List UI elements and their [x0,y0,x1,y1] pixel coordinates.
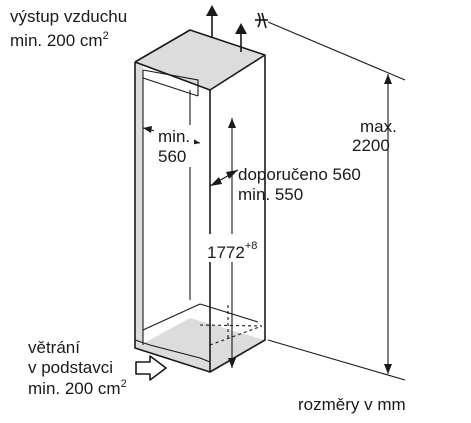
base-vent-superscript: 2 [121,378,127,390]
cabinet-top-face [135,30,265,90]
niche-height-arrow-bottom [228,358,236,368]
max-height-dimension [267,21,406,381]
depth-label-line2: min. 550 [238,185,303,204]
niche-height-arrow-top [228,118,236,128]
height-tolerance: +8 [245,240,258,252]
cabinet-inner-floor-right [199,303,259,323]
top-vent-label-line1: výstup vzduchu [10,7,127,26]
depth-dimension [209,169,239,187]
cabinet-top-ledge [142,69,199,96]
units-label: rozměry v mm [298,395,406,414]
base-vent-area: min. 200 cm [28,379,121,398]
plinth-front-dashed [199,324,263,327]
cabinet-plinth [134,339,211,363]
min-width-label-line2: 560 [158,147,186,166]
height-label-bg [203,234,263,262]
width-arrow-left [143,126,152,133]
max-height-ext-top [267,21,406,81]
min-width-label-line1: min. [158,127,190,146]
cabinet-top-inner-edge [209,54,266,91]
cabinet-outline [134,29,266,373]
max-height-arrow-bottom [384,364,392,374]
cabinet-left-face [135,62,143,352]
angle-symbol-icon [255,12,268,29]
max-height-ext-bottom [267,339,406,381]
max-height-label-line2: 2200 [352,136,390,155]
depth-arrow-left [210,177,222,186]
base-vent-label-line1: větrání [28,338,80,357]
arrow-right-icon [135,355,167,381]
arrow-up-icon [206,5,218,38]
min-width-label-bg [154,125,194,167]
cabinet-inner-floor [142,303,201,331]
top-vent-superscript: 2 [103,30,109,42]
base-vent-label-line3: min. 200 cm2 [28,378,127,398]
max-height-label-line1: max. [360,117,397,136]
depth-label-line1: doporučeno 560 [238,165,361,184]
top-vent-label-line2: min. 200 cm2 [10,30,109,50]
base-vent-label-line2: v podstavci [28,358,113,377]
top-vent-area: min. 200 cm [10,31,103,50]
height-value: 1772 [207,243,245,262]
cabinet-top-ledge-back [142,77,199,97]
height-label: 1772+8 [207,240,257,262]
arrow-up-icon [235,23,247,52]
max-height-arrow-top [384,74,392,84]
